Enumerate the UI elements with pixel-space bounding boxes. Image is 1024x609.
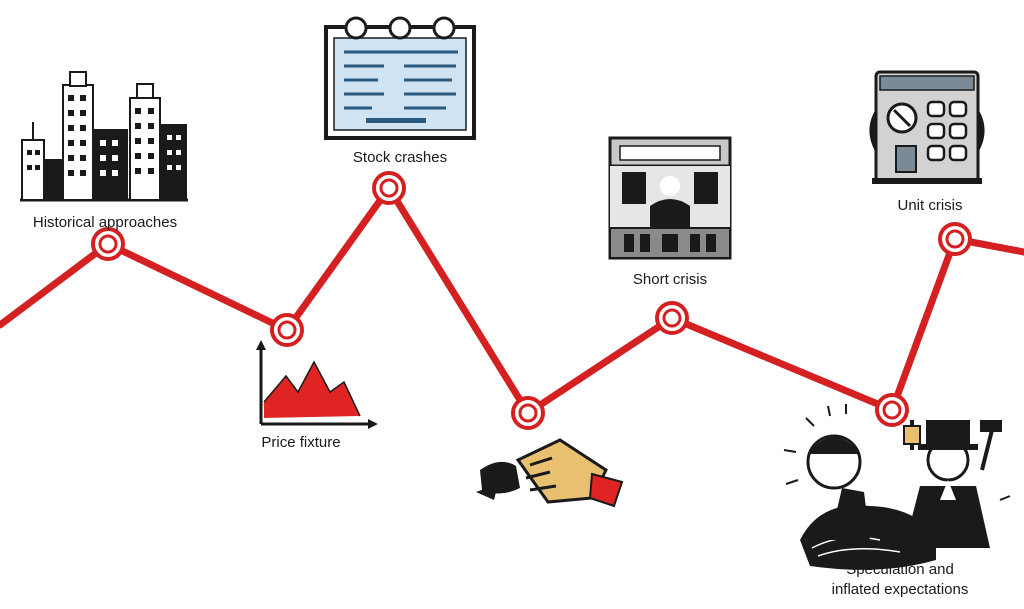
label-speculation-line2: inflated expectations — [831, 581, 969, 598]
city-skyline-icon — [20, 71, 188, 202]
label-speculation-line1: Speculation and — [846, 561, 954, 578]
label-price-fixture: Price fixture — [261, 434, 341, 451]
crowd-speculators-icon — [783, 404, 1011, 570]
label-historical-approaches: Historical approaches — [32, 214, 178, 231]
timeline-node — [511, 396, 545, 430]
timeline-node — [372, 171, 406, 205]
timeline-node — [270, 313, 304, 347]
timeline-node — [655, 301, 689, 335]
bank-building-icon — [608, 136, 732, 260]
label-unit-crisis: Unit crisis — [897, 197, 963, 214]
trading-machine-icon — [869, 70, 985, 184]
falling-chart-icon — [256, 340, 378, 429]
timeline-node — [875, 393, 909, 427]
hand-lighter-icon — [476, 438, 624, 508]
calendar-report-icon — [324, 16, 476, 140]
label-short-crisis: Short crisis — [632, 271, 708, 288]
timeline-node — [91, 227, 125, 261]
timeline-node — [938, 222, 972, 256]
label-stock-crashes: Stock crashes — [352, 149, 448, 166]
